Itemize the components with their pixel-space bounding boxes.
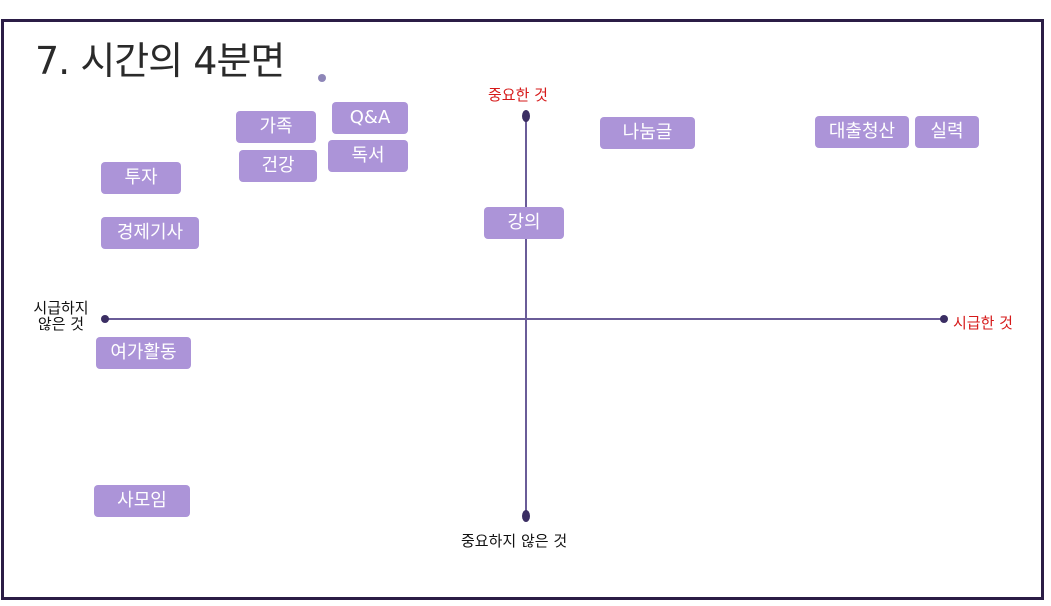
- axis-end-right: [940, 315, 948, 323]
- tag-lecture: 강의: [484, 207, 564, 239]
- tag-leisure: 여가활동: [96, 337, 191, 369]
- tag-health: 건강: [239, 150, 317, 182]
- axis-label-urgent: 시급한 것: [953, 314, 1013, 332]
- axis-label-not-urgent: 시급하지 않은 것: [27, 300, 95, 332]
- tag-family: 가족: [236, 111, 316, 143]
- tag-social-gathering: 사모임: [94, 485, 190, 517]
- axis-label-important: 중요한 것: [488, 86, 548, 104]
- tag-qa: Q&A: [332, 102, 408, 134]
- tag-skill: 실력: [915, 116, 979, 148]
- title-dot: [318, 74, 326, 82]
- axis-end-top: [522, 110, 530, 122]
- axis-label-not-urgent-line1: 시급하지: [33, 299, 89, 317]
- tag-invest: 투자: [101, 162, 181, 194]
- page-title: 7. 시간의 4분면: [35, 39, 285, 83]
- tag-loan-repay: 대출청산: [815, 116, 909, 148]
- axis-end-left: [101, 315, 109, 323]
- tag-econ-article: 경제기사: [101, 217, 199, 249]
- tag-sharing-post: 나눔글: [600, 117, 695, 149]
- axis-label-not-urgent-line2: 않은 것: [37, 315, 85, 333]
- tag-reading: 독서: [328, 140, 408, 172]
- axis-end-bottom: [522, 510, 530, 522]
- slide-frame: [1, 19, 1044, 600]
- axis-label-not-important: 중요하지 않은 것: [461, 532, 568, 550]
